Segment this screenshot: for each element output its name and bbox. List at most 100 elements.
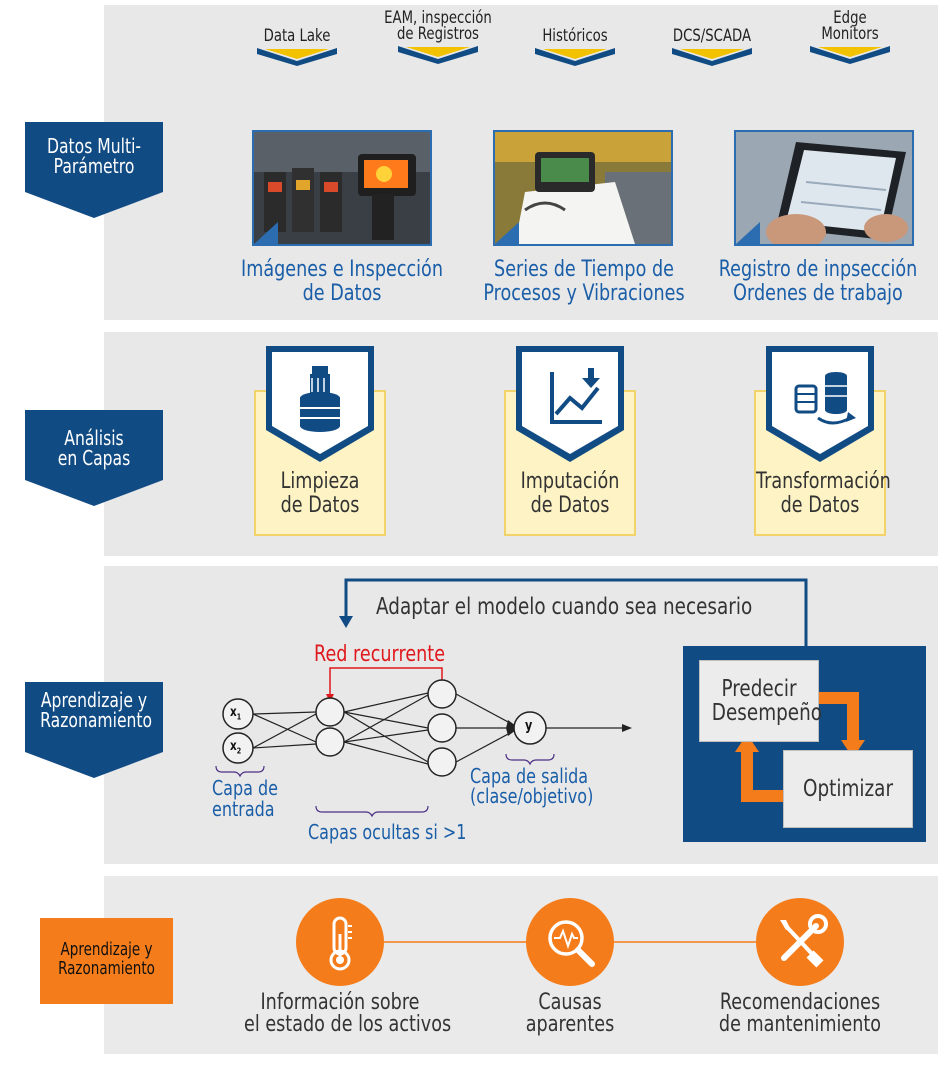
- network-connections: [252, 692, 622, 765]
- tag-line: Aprendizaje y: [40, 688, 148, 712]
- chevron-down-icon: [398, 46, 478, 64]
- tag-line: Parámetro: [53, 154, 135, 178]
- tag-line: en Capas: [57, 446, 131, 470]
- card-line: de Datos: [280, 493, 360, 518]
- card-line: Limpieza: [280, 469, 360, 494]
- outcome-line: Causas: [538, 990, 602, 1015]
- chevron-down-icon: [257, 48, 337, 66]
- database-cleaning-icon: [266, 346, 374, 462]
- thermometer-icon: [329, 916, 352, 971]
- section-tag-outcomes: Aprendizaje y Razonamiento: [40, 918, 173, 1004]
- caption-line: Registro de inpsección: [718, 257, 918, 282]
- node-x2-sub: 2: [236, 746, 242, 756]
- caption-series: Series de Tiempo de Procesos y Vibracion…: [448, 258, 720, 306]
- tag-line: Razonamiento: [40, 708, 153, 732]
- outcome-line: Información sobre: [260, 990, 420, 1015]
- chevron-down-icon: [672, 48, 752, 66]
- caption-line: Series de Tiempo de: [494, 257, 674, 282]
- node-x2-text: x: [230, 739, 237, 754]
- source-dcs-scada: DCS/SCADA: [652, 10, 772, 66]
- card-line: de Datos: [530, 493, 610, 518]
- predict-box: Predecir Desempeño: [699, 660, 823, 742]
- tag-line: Análisis: [64, 426, 124, 450]
- output-brace: [505, 753, 555, 766]
- hidden-text: Capas ocultas si >1: [308, 820, 467, 844]
- card-line: Transformación: [756, 469, 891, 494]
- tag-shape: [25, 122, 163, 218]
- tag-line: Razonamiento: [58, 958, 155, 979]
- input-layer-label: Capa de entrada: [212, 778, 295, 820]
- input-line: Capa de: [212, 776, 279, 800]
- outcome-text-estado: Información sobre el estado de los activ…: [220, 992, 460, 1036]
- recurrent-text: Red recurrente: [314, 642, 446, 667]
- card-line: Imputación: [520, 469, 620, 494]
- feedback-arrow-head: [339, 616, 353, 628]
- chart-download-icon: [516, 346, 624, 462]
- magnifier-pulse-icon: [548, 920, 595, 967]
- node-y: y: [525, 718, 534, 734]
- output-line: Capa de salida: [470, 764, 589, 788]
- node-x1-sub: 1: [236, 712, 242, 722]
- source-historicos: Históricos: [515, 10, 635, 66]
- feedback-loop-line: [344, 578, 808, 646]
- node-x1-text: x: [230, 705, 237, 720]
- outcome-line: Recomendaciones: [719, 990, 881, 1015]
- adapt-model-text: Adaptar el modelo cuando sea necesario: [376, 594, 846, 620]
- caption-line: Procesos y Vibraciones: [483, 281, 685, 306]
- output-layer-label: Capa de salida (clase/objetivo): [470, 766, 624, 806]
- database-transform-icon: [766, 346, 874, 462]
- node-x1: x1: [230, 705, 244, 722]
- card-text-transformacion: Transformación de Datos: [740, 470, 900, 518]
- section-tag-aprendizaje: Aprendizaje y Razonamiento: [25, 682, 163, 778]
- source-edge-monitors: Edge Monitors: [790, 10, 910, 64]
- card-text-imputacion: Imputación de Datos: [504, 470, 636, 518]
- process-photo: [493, 130, 673, 246]
- outcome-text-recomendaciones: Recomendaciones de mantenimiento: [690, 992, 910, 1036]
- adapt-label: Adaptar el modelo cuando sea necesario: [376, 594, 753, 620]
- source-label: Edge Monitors: [821, 8, 879, 44]
- output-line: (clase/objetivo): [470, 784, 594, 808]
- card-text-limpieza: Limpieza de Datos: [254, 470, 386, 518]
- input-brace: [215, 765, 265, 778]
- recurrent-label: Red recurrente: [314, 642, 478, 667]
- recurrent-line: [329, 667, 443, 698]
- predict-optimize-panel: Predecir Desempeño Optimizar: [683, 646, 926, 842]
- predict-line: Desempeño: [711, 700, 823, 726]
- outcome-circle-causas: [526, 898, 614, 986]
- source-label: EAM, inspección de Registros: [384, 8, 492, 44]
- tablet-photo: [734, 130, 914, 246]
- caption-line: de Datos: [302, 281, 382, 306]
- source-eam: EAM, inspección de Registros: [378, 10, 498, 64]
- outcome-circle-estado: [296, 898, 384, 986]
- hidden-layer-label: Capas ocultas si >1: [308, 820, 506, 844]
- section-tag-analisis: Análisis en Capas: [25, 410, 163, 506]
- caption-line: Imágenes e Inspección: [241, 257, 443, 282]
- outcome-circle-recomendaciones: [756, 898, 844, 986]
- predict-line: Predecir: [721, 676, 797, 702]
- source-label: Data Lake: [263, 26, 331, 46]
- caption-registro: Registro de inpsección Ordenes de trabaj…: [682, 258, 948, 306]
- source-label: Históricos: [542, 26, 608, 46]
- network-nodes: [222, 679, 547, 777]
- caption-line: Ordenes de trabajo: [733, 281, 903, 306]
- node-x2: x2: [230, 739, 244, 756]
- tag-shape: [25, 410, 163, 506]
- outcome-line: de mantenimiento: [718, 1012, 882, 1037]
- wrench-screwdriver-icon: [780, 914, 828, 968]
- caption-imagenes: Imágenes e Inspección de Datos: [206, 258, 478, 306]
- chevron-down-icon: [535, 48, 615, 66]
- node-y-text: y: [525, 718, 533, 734]
- optimize-box: Optimizar: [783, 750, 913, 828]
- input-line: entrada: [212, 797, 275, 821]
- tag-line: Datos Multi-: [46, 134, 142, 158]
- source-label: DCS/SCADA: [672, 26, 752, 46]
- section-tag-datos: Datos Multi- Parámetro: [25, 122, 163, 218]
- tag-shape: [25, 682, 163, 778]
- hidden-brace: [315, 805, 429, 818]
- cycle-arrows-icon: [735, 692, 865, 802]
- inspection-photo: [252, 130, 432, 246]
- card-line: de Datos: [780, 493, 860, 518]
- outcome-line: el estado de los activos: [244, 1012, 452, 1037]
